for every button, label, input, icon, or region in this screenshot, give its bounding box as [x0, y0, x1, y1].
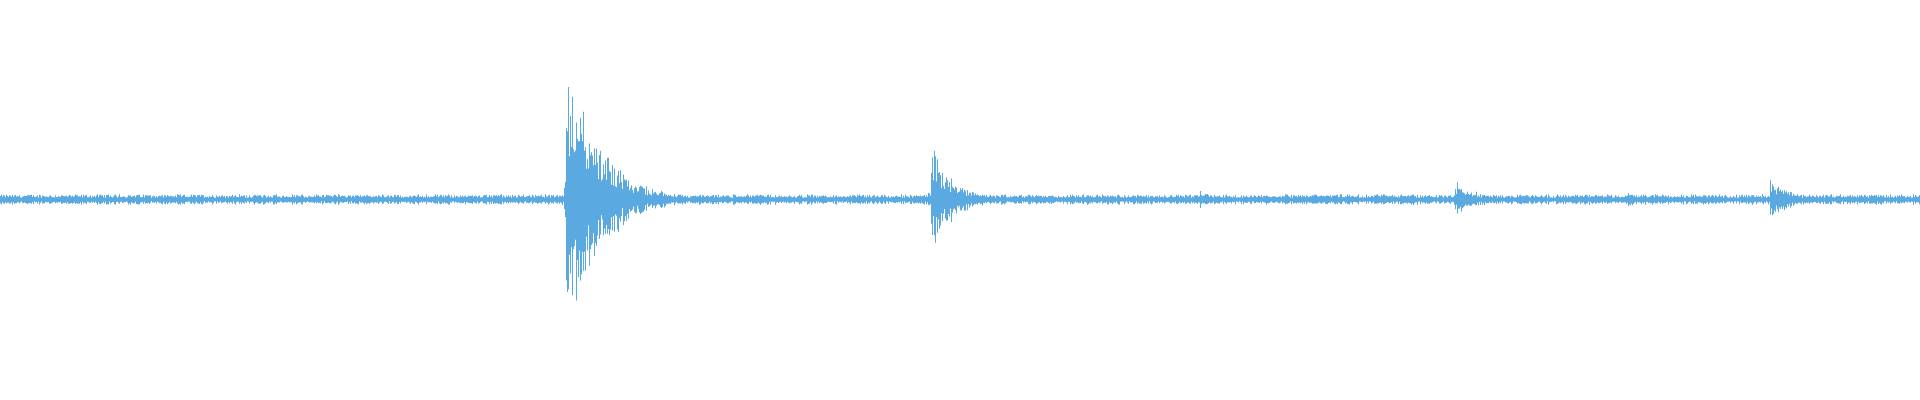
waveform-path: [0, 86, 1920, 301]
waveform-series: [0, 86, 1920, 301]
